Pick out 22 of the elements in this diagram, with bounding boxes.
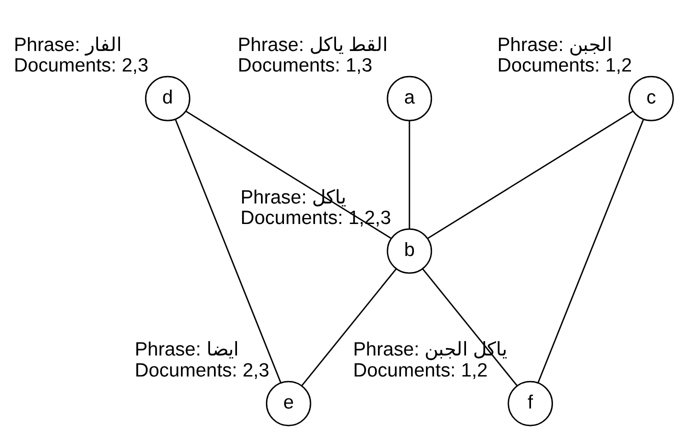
node-label: Phrase: القط ياكل [238, 34, 388, 56]
node-circle: e [266, 380, 312, 426]
node-label: Phrase: الجبن [497, 34, 612, 56]
node-circle: f [508, 380, 553, 426]
node-circle: d [145, 76, 190, 122]
connector [174, 119, 282, 383]
node-label: Phrase: الفار [14, 34, 122, 56]
connector [538, 119, 644, 383]
connector [408, 120, 410, 230]
connector [301, 268, 397, 386]
connector [185, 110, 392, 239]
node-circle: b [386, 228, 432, 274]
node-label: Documents: 1,3 [238, 55, 372, 76]
connector [422, 268, 518, 386]
node-label: Documents: 2,3 [14, 55, 148, 76]
node-circle: c [628, 76, 674, 122]
node-label: Phrase: ايضا [134, 340, 238, 361]
node-label: Documents: 1,2 [353, 360, 488, 382]
node-circle: a [386, 76, 432, 122]
node-label: Documents: 2,3 [134, 360, 270, 382]
connector [427, 110, 634, 239]
node-label: Documents: 1,2 [497, 55, 632, 76]
